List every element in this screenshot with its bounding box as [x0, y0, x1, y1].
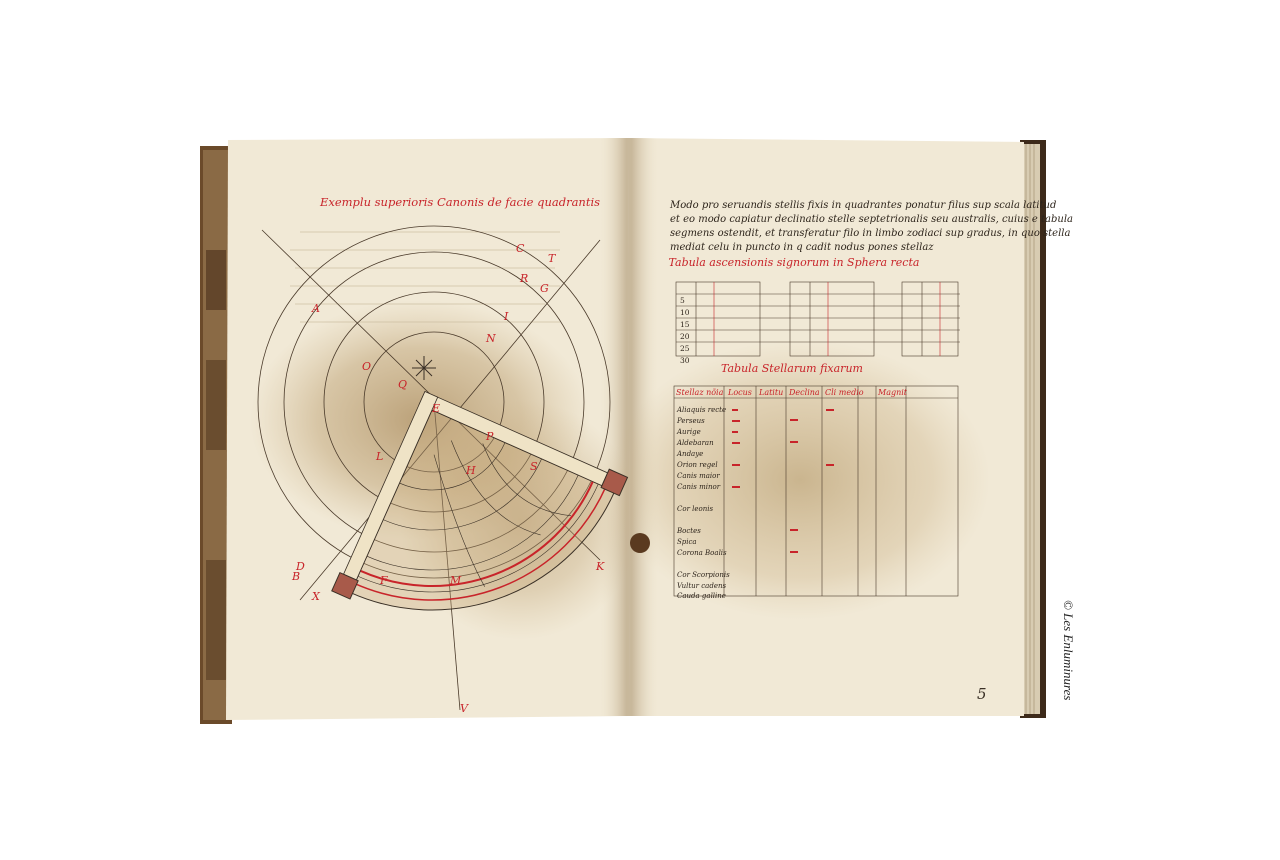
svg-text:T: T [548, 252, 557, 265]
svg-text:30: 30 [680, 356, 690, 365]
water-stain-right [610, 340, 990, 620]
svg-text:A: A [311, 302, 320, 315]
right-intro: Modo pro seruandis stellis fixis in quad… [669, 200, 1073, 253]
left-heading: Exemplu superioris Canonis de facie quad… [319, 195, 600, 209]
svg-text:L: L [375, 450, 383, 463]
svg-text:R: R [519, 272, 528, 285]
svg-text:Boctes: Boctes [676, 527, 701, 535]
svg-text:10: 10 [680, 308, 690, 317]
scale-letters: A B C D E F G H I K L M N O P Q R S T V … [291, 242, 605, 715]
svg-text:D: D [295, 560, 305, 573]
svg-text:mediat celu in puncto in q cad: mediat celu in puncto in q cadit nodus p… [670, 242, 934, 253]
folio-number: 5 [977, 685, 987, 703]
water-stain-left-2 [400, 400, 640, 640]
svg-text:Corona Boalis: Corona Boalis [677, 549, 727, 557]
quadrant-instrument [331, 390, 629, 611]
svg-text:Q: Q [398, 378, 407, 391]
svg-text:Vultur cadens: Vultur cadens [677, 582, 726, 590]
table1-row-labels: 5 10 15 20 25 30 [680, 296, 690, 365]
ascension-table [675, 281, 960, 357]
compass-star [412, 356, 436, 380]
svg-text:B: B [291, 570, 300, 583]
svg-text:O: O [362, 360, 371, 373]
svg-text:C: C [516, 242, 525, 255]
svg-text:X: X [311, 590, 321, 603]
svg-text:Modo pro seruandis stellis fix: Modo pro seruandis stellis fixis in quad… [669, 200, 1056, 211]
svg-text:Stellaz nõia: Stellaz nõia [676, 388, 724, 397]
table2-star-names: Aliaquis recte Perseus Aurige Aldebaran … [676, 406, 730, 600]
svg-text:H: H [465, 464, 476, 477]
svg-text:Spica: Spica [677, 538, 697, 546]
svg-text:E: E [431, 402, 440, 415]
svg-text:Latitu: Latitu [758, 388, 783, 397]
binding-edge [200, 146, 232, 724]
svg-text:Cli medio: Cli medio [825, 388, 864, 397]
svg-text:Andaye: Andaye [676, 450, 703, 458]
svg-text:Cauda galline: Cauda galline [677, 592, 726, 600]
svg-text:V: V [460, 702, 469, 715]
table2-title: Tabula Stellarum fixarum [721, 362, 863, 375]
svg-text:Orion regel: Orion regel [677, 461, 718, 469]
svg-text:5: 5 [680, 296, 685, 305]
show-through-text [290, 231, 560, 323]
svg-text:M: M [449, 574, 462, 587]
svg-text:25: 25 [680, 344, 690, 353]
svg-text:Perseus: Perseus [676, 417, 705, 425]
svg-text:I: I [503, 310, 509, 323]
fixed-stars-table [673, 385, 959, 597]
svg-text:Magnit: Magnit [877, 388, 908, 397]
table2-headers: Stellaz nõia Locus Latitu Declina Cli me… [676, 388, 908, 397]
svg-text:Locus: Locus [727, 388, 752, 397]
svg-text:Cor leonis: Cor leonis [677, 505, 713, 513]
ink-blot [630, 533, 650, 553]
svg-text:Aliaquis recte: Aliaquis recte [676, 406, 726, 414]
svg-text:Aldebaran: Aldebaran [676, 439, 714, 447]
svg-text:segmens ostendit, et transfera: segmens ostendit, et transferatur filo i… [670, 228, 1070, 239]
copyright-credit: © Les Enluminures [1061, 600, 1076, 701]
svg-text:Aurige: Aurige [676, 428, 701, 436]
svg-text:Declina: Declina [788, 388, 820, 397]
svg-text:20: 20 [680, 332, 690, 341]
svg-text:P: P [485, 430, 494, 443]
table1-title: Tabula ascensionis signorum in Sphera re… [669, 256, 920, 269]
svg-text:15: 15 [680, 320, 690, 329]
table2-red-values [732, 409, 834, 553]
svg-text:S: S [530, 460, 538, 473]
page-edges [1020, 140, 1046, 718]
svg-text:F: F [379, 574, 388, 587]
svg-text:Canis maior: Canis maior [677, 472, 720, 480]
svg-text:N: N [485, 332, 496, 345]
svg-text:et eo modo capiatur declinatio: et eo modo capiatur declinatio stelle se… [670, 214, 1073, 225]
svg-text:Canis minor: Canis minor [677, 483, 721, 491]
svg-text:Cor Scorpionis: Cor Scorpionis [677, 571, 730, 579]
svg-text:K: K [595, 560, 605, 573]
svg-text:G: G [540, 282, 549, 295]
